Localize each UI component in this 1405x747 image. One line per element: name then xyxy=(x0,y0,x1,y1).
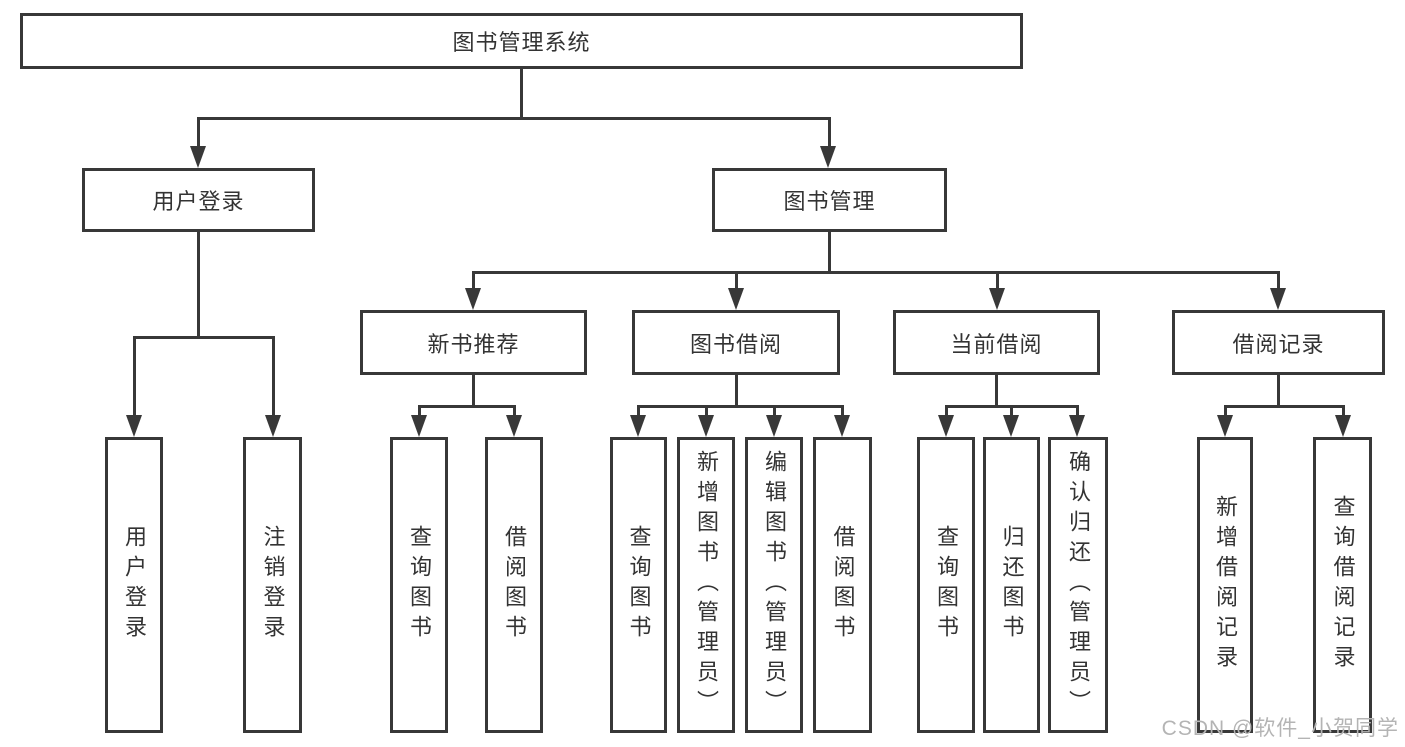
connector-drop-new-book xyxy=(472,271,475,292)
leaf-add-books-admin: 新增图书（管理员） xyxy=(677,437,735,733)
connector-new-book-stem xyxy=(472,375,475,407)
connector-user-login-stem xyxy=(197,232,200,339)
leaf-return-books-label: 归还图书 xyxy=(999,525,1025,645)
arrowhead-down-icon xyxy=(411,415,427,437)
connector-new-book-bar xyxy=(418,405,516,408)
connector-drop xyxy=(1010,405,1013,417)
csdn-watermark: CSDN @软件_小贺同学 xyxy=(1161,717,1399,740)
connector-drop-book-mgmt xyxy=(828,117,831,151)
connector-drop xyxy=(841,405,844,417)
connector-drop-login xyxy=(133,336,136,420)
leaf-borrowing-borrow-books-label: 借阅图书 xyxy=(830,525,856,645)
arrowhead-down-icon xyxy=(766,415,782,437)
node-book-borrowing: 图书借阅 xyxy=(632,310,840,375)
node-book-management: 图书管理 xyxy=(712,168,947,232)
connector-current-borrow-stem xyxy=(995,375,998,407)
arrowhead-down-icon xyxy=(190,146,206,168)
connector-borrow-records-bar xyxy=(1224,405,1345,408)
leaf-current-query-books: 查询图书 xyxy=(917,437,975,733)
arrowhead-down-icon xyxy=(1335,415,1351,437)
node-library-system-label: 图书管理系统 xyxy=(452,30,591,55)
connector-drop xyxy=(513,405,516,417)
leaf-query-borrow-record-label: 查询借阅记录 xyxy=(1330,495,1356,675)
leaf-add-books-admin-label: 新增图书（管理员） xyxy=(694,450,719,720)
leaf-add-borrow-record: 新增借阅记录 xyxy=(1197,437,1253,733)
arrowhead-down-icon xyxy=(938,415,954,437)
arrowhead-down-icon xyxy=(834,415,850,437)
leaf-logout: 注销登录 xyxy=(243,437,302,733)
node-current-borrowing: 当前借阅 xyxy=(893,310,1100,375)
leaf-borrowing-borrow-books: 借阅图书 xyxy=(813,437,872,733)
connector-drop xyxy=(1342,405,1345,417)
leaf-recommend-query-books-label: 查询图书 xyxy=(407,525,432,645)
connector-book-mgmt-stem xyxy=(828,232,831,274)
leaf-edit-books-admin: 编辑图书（管理员） xyxy=(745,437,803,733)
leaf-borrowing-query-books: 查询图书 xyxy=(610,437,667,733)
leaf-user-login-label: 用户登录 xyxy=(122,525,147,645)
arrowhead-down-icon xyxy=(1270,288,1286,310)
connector-borrow-records-stem xyxy=(1277,375,1280,407)
connector-drop xyxy=(705,405,708,417)
leaf-logout-label: 注销登录 xyxy=(260,525,286,645)
leaf-confirm-return-admin-label: 确认归还（管理员） xyxy=(1066,450,1091,720)
node-new-book-recommend-label: 新书推荐 xyxy=(427,331,520,357)
arrowhead-down-icon xyxy=(265,415,281,437)
leaf-current-query-books-label: 查询图书 xyxy=(934,525,959,645)
arrowhead-down-icon xyxy=(1069,415,1085,437)
node-library-system: 图书管理系统 xyxy=(20,13,1023,69)
leaf-user-login: 用户登录 xyxy=(105,437,163,733)
connector-root-bar xyxy=(197,117,831,120)
leaf-confirm-return-admin: 确认归还（管理员） xyxy=(1048,437,1108,733)
leaf-recommend-borrow-books: 借阅图书 xyxy=(485,437,543,733)
leaf-return-books: 归还图书 xyxy=(983,437,1040,733)
arrowhead-down-icon xyxy=(1217,415,1233,437)
arrowhead-down-icon xyxy=(820,146,836,168)
leaf-add-borrow-record-label: 新增借阅记录 xyxy=(1213,495,1238,675)
leaf-query-borrow-record: 查询借阅记录 xyxy=(1313,437,1372,733)
connector-drop-current-borrow xyxy=(996,271,999,292)
connector-drop xyxy=(945,405,948,417)
arrowhead-down-icon xyxy=(1003,415,1019,437)
node-book-management-label: 图书管理 xyxy=(783,189,876,214)
arrowhead-down-icon xyxy=(989,288,1005,310)
arrowhead-down-icon xyxy=(630,415,646,437)
connector-book-borrow-bar xyxy=(637,405,844,408)
node-borrow-records: 借阅记录 xyxy=(1172,310,1385,375)
connector-drop xyxy=(1076,405,1079,417)
leaf-recommend-query-books: 查询图书 xyxy=(390,437,448,733)
connector-book-mgmt-bar xyxy=(472,271,1280,274)
connector-drop xyxy=(637,405,640,417)
node-current-borrowing-label: 当前借阅 xyxy=(950,331,1043,357)
connector-root-stem xyxy=(520,69,523,120)
connector-user-login-bar xyxy=(133,336,275,339)
node-user-login-label: 用户登录 xyxy=(152,189,245,214)
connector-book-borrow-stem xyxy=(735,375,738,407)
node-user-login: 用户登录 xyxy=(82,168,315,232)
arrowhead-down-icon xyxy=(506,415,522,437)
arrowhead-down-icon xyxy=(465,288,481,310)
connector-drop xyxy=(1224,405,1227,417)
leaf-borrowing-query-books-label: 查询图书 xyxy=(626,525,652,645)
connector-drop-book-borrow xyxy=(735,271,738,292)
connector-drop-borrow-records xyxy=(1277,271,1280,292)
connector-drop xyxy=(773,405,776,417)
leaf-recommend-borrow-books-label: 借阅图书 xyxy=(502,525,527,645)
leaf-edit-books-admin-label: 编辑图书（管理员） xyxy=(762,450,787,720)
arrowhead-down-icon xyxy=(728,288,744,310)
arrowhead-down-icon xyxy=(698,415,714,437)
connector-drop-user-login xyxy=(197,117,200,151)
connector-drop-logout xyxy=(272,336,275,420)
connector-drop xyxy=(418,405,421,417)
node-book-borrowing-label: 图书借阅 xyxy=(689,331,782,357)
node-new-book-recommend: 新书推荐 xyxy=(360,310,587,375)
node-borrow-records-label: 借阅记录 xyxy=(1232,331,1325,357)
arrowhead-down-icon xyxy=(126,415,142,437)
